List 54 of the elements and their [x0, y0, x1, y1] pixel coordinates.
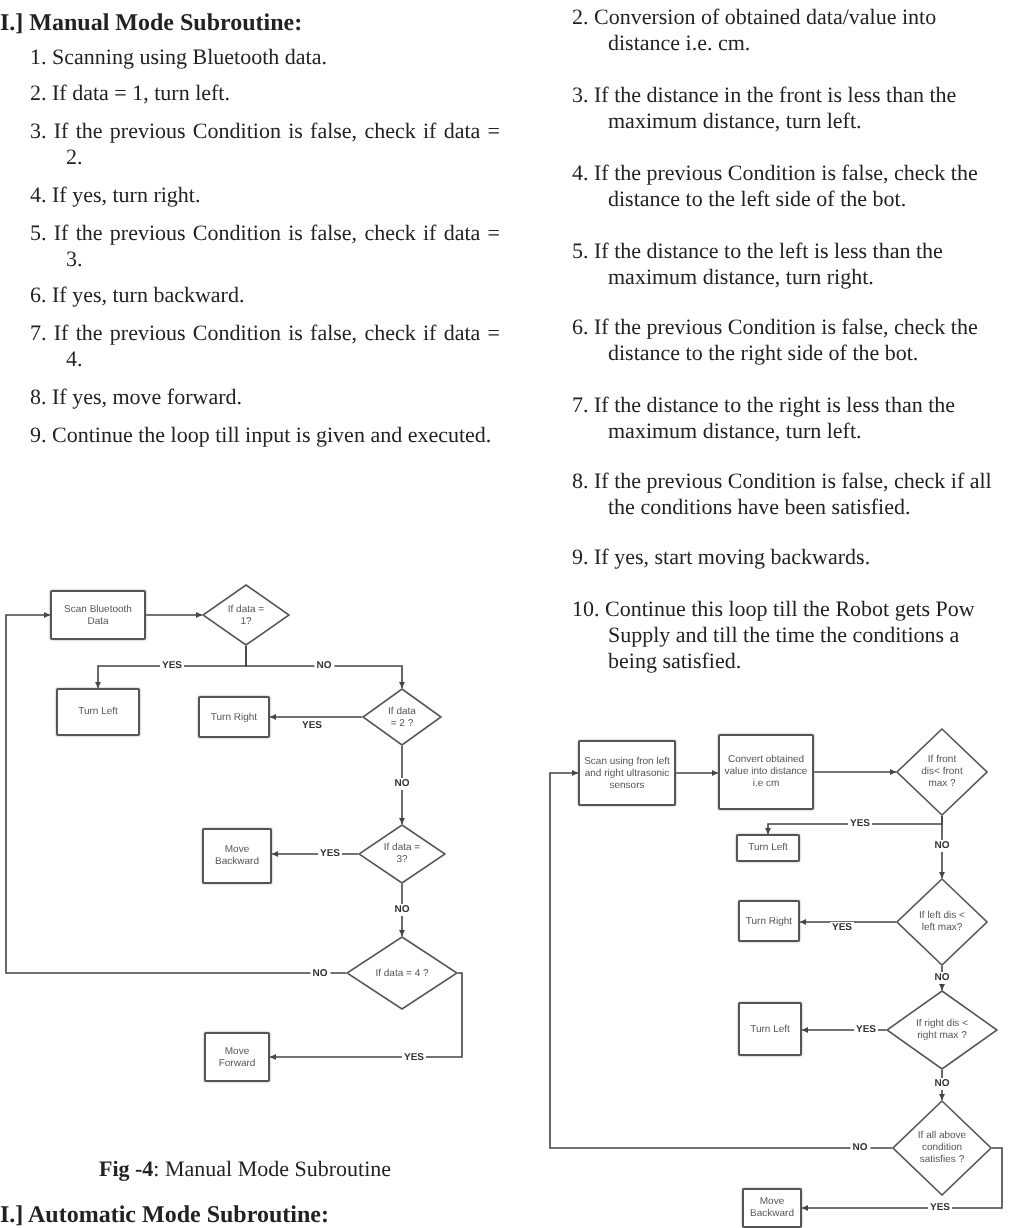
arrow [675, 769, 719, 777]
list-item: 3. If the distance in the front is less than the maximum distance, turn left. [572, 84, 959, 136]
section-heading: I.] Automatic Mode Subroutine: [0, 1198, 331, 1228]
figure-caption: Fig -4: Manual Mode Subroutine [96, 1156, 394, 1186]
arrow [398, 745, 406, 825]
arrow [799, 918, 897, 926]
list-item: 7. If the distance to the right is less than the maximum distance, turn left. [572, 394, 958, 446]
list-item: 5. If the distance to the left is less than the maximum distance, turn right. [572, 240, 945, 292]
process-box [198, 696, 270, 738]
decision-diamond [362, 688, 442, 746]
process-box [742, 1188, 802, 1228]
decision-diamond [896, 728, 988, 816]
list-item: 6. If the previous Condition is false, check the distance to the right side of the bot. [572, 316, 980, 368]
list-item: 9. If yes, start moving backwards. [572, 546, 873, 572]
arrow [938, 815, 946, 879]
arrow [801, 1147, 1003, 1212]
process-box [738, 900, 800, 942]
list-item: 1. Scanning using Bluetooth data. [30, 46, 329, 72]
arrow [5, 611, 347, 974]
process-box [50, 590, 146, 640]
decision-diamond [202, 584, 290, 646]
process-box [718, 734, 814, 810]
decision-diamond [358, 824, 446, 884]
process-box [56, 688, 140, 736]
list-item: 10. Continue this loop till the Robot gets Pow Supply and till the time the conditions a being satisfied. [572, 598, 977, 676]
process-box [578, 740, 676, 806]
process-box [202, 828, 272, 884]
process-box [204, 1032, 270, 1082]
arrow [549, 769, 893, 1149]
decision-diamond [346, 936, 458, 1010]
process-box [738, 1002, 802, 1056]
list-item: 2. If data = 1, turn left. [30, 82, 232, 108]
section-heading: I.] Manual Mode Subroutine: [0, 6, 305, 40]
process-box [736, 834, 800, 862]
list-item: 7. If the previous Condition is false, check if data = 4. [30, 322, 500, 374]
decision-diamond [896, 878, 988, 966]
list-item: 5. If the previous Condition is false, check if data = 3. [30, 222, 500, 274]
arrow [245, 645, 406, 689]
arrow [269, 713, 363, 721]
arrow [269, 972, 463, 1061]
list-item: 4. If yes, turn right. [30, 184, 203, 210]
decision-diamond [886, 990, 998, 1070]
list-item: 3. If the previous Condition is false, check if data = 2. [30, 120, 500, 172]
list-item: 6. If yes, turn backward. [30, 284, 247, 310]
arrow [938, 1069, 946, 1101]
decision-diamond [892, 1100, 992, 1196]
list-item: 8. If yes, move forward. [30, 386, 244, 412]
list-item: 8. If the previous Condition is false, check if all the conditions have been satisfied. [572, 470, 994, 522]
arrow [813, 768, 897, 776]
list-item: 9. Continue the loop till input is given and executed. [30, 424, 494, 450]
list-item: 2. Conversion of obtained data/value into distance i.e. cm. [572, 6, 939, 58]
arrow [801, 1026, 887, 1034]
list-item: 4. If the previous Condition is false, check the distance to the left side of the bot. [572, 162, 980, 214]
arrow [145, 611, 203, 619]
